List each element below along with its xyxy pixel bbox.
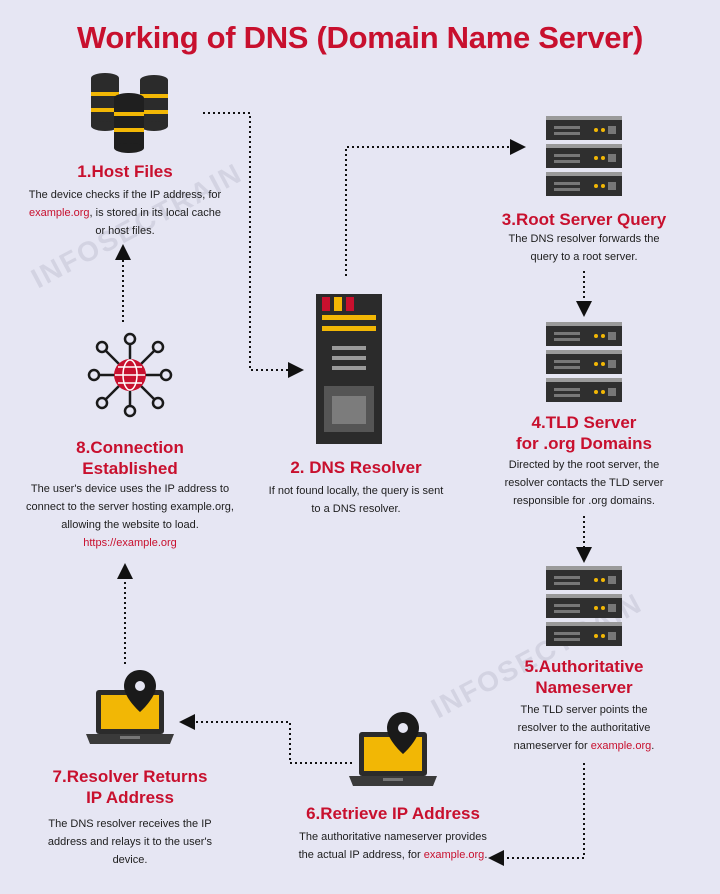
network-globe-icon <box>87 332 173 418</box>
step-2-title: 2. DNS Resolver <box>290 458 422 477</box>
step-3-description: The DNS resolver forwards the query to a… <box>508 233 660 263</box>
step-4-description: Directed by the root server, the resolve… <box>504 459 664 507</box>
example-org-link[interactable]: example.org <box>29 207 90 219</box>
step-7-description: The DNS resolver receives the IP address… <box>47 818 213 866</box>
step-3-title: 3.Root Server Query <box>501 210 667 229</box>
step-5-description: The TLD server points the resolver to th… <box>513 704 655 752</box>
example-org-link[interactable]: example.org <box>590 740 652 752</box>
server-rack-icon <box>546 116 622 196</box>
database-stack-icon <box>91 73 168 153</box>
step-6-title: 6.Retrieve IP Address <box>306 804 480 823</box>
arrow-5-to-6 <box>488 763 585 866</box>
step-1-description: The device checks if the IP address, for… <box>28 189 222 237</box>
step-1-title: 1.Host Files <box>77 162 173 181</box>
server-rack-icon <box>546 322 622 402</box>
page-title: Working of DNS (Domain Name Server) <box>77 20 643 55</box>
arrow-6-to-7 <box>179 714 352 764</box>
laptop-location-icon <box>86 670 174 744</box>
resolver-tower-icon <box>316 294 382 444</box>
arrow-2-to-3 <box>345 139 526 276</box>
step-8-description: The user's device uses the IP address to… <box>26 483 234 549</box>
server-rack-icon <box>546 566 622 646</box>
example-org-link[interactable]: https://example.org <box>83 537 177 549</box>
step-6-description: The authoritative nameserver provides th… <box>298 831 488 861</box>
arrow-1-to-2 <box>203 112 304 378</box>
step-2-description: If not found locally, the query is sent … <box>268 485 444 515</box>
laptop-location-icon <box>349 712 437 786</box>
example-org-link[interactable]: example.org <box>423 849 485 861</box>
